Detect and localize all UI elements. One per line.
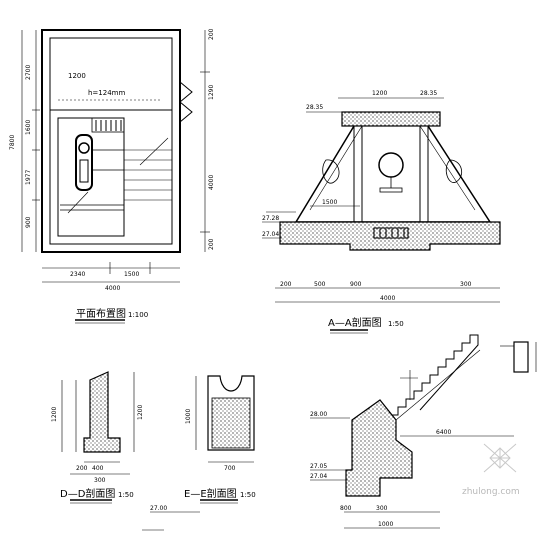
aa-dim-bottom-4: 4000 bbox=[380, 295, 395, 302]
aa-elev-2: 27.04 bbox=[262, 231, 279, 238]
ee-dim-1: 700 bbox=[224, 465, 236, 472]
plan-room-label: 1200 bbox=[68, 72, 86, 80]
plan-dim-left-2: 1600 bbox=[25, 120, 32, 135]
ee-elevation: 27.00 bbox=[150, 505, 167, 512]
plan-dim-left-3: 1977 bbox=[25, 170, 32, 185]
ee-title: E—E剖面图 bbox=[184, 487, 237, 500]
plan-dim-bottom-2: 4000 bbox=[105, 285, 120, 292]
dd-wall bbox=[83, 371, 121, 453]
aa-dim-bottom-2: 900 bbox=[350, 281, 362, 288]
aa-pipe bbox=[378, 152, 404, 178]
dd-dim-1: 1200 bbox=[137, 405, 144, 420]
aa-title: A—A剖面图 bbox=[328, 316, 382, 329]
dd-dim-3: 200 bbox=[76, 465, 88, 472]
dd-scale: 1:50 bbox=[118, 491, 134, 499]
section-stair-view bbox=[310, 334, 537, 529]
plan-outer-wall bbox=[41, 29, 181, 253]
dd-dim-4: 300 bbox=[94, 477, 106, 484]
stair-dim-bottom-1: 300 bbox=[376, 505, 388, 512]
section-ee-view bbox=[142, 375, 255, 531]
plan-labels: 1200 h=124mm 7800 2700 1600 1977 900 200… bbox=[9, 28, 215, 320]
dd-dim-2: 400 bbox=[92, 465, 104, 472]
ee-channel bbox=[207, 375, 255, 451]
stair-long-dim: 6400 bbox=[436, 429, 451, 436]
stair-dim-bottom-0: 800 bbox=[340, 505, 352, 512]
aa-scale: 1:50 bbox=[388, 320, 404, 328]
section-stair-labels: 800 300 1000 28.00 27.05 27.04 6400 bbox=[310, 411, 451, 528]
aa-frame bbox=[294, 125, 492, 223]
section-aa-view bbox=[262, 97, 501, 334]
plan-dim-right-0: 200 bbox=[208, 28, 215, 40]
plan-inner-wall bbox=[49, 37, 173, 245]
stair-dim-bottom-2: 1000 bbox=[378, 521, 393, 528]
pump-unit bbox=[75, 134, 93, 191]
section-dd-view bbox=[61, 371, 135, 504]
plan-dim-left-0: 7800 bbox=[9, 135, 16, 150]
watermark-logo bbox=[483, 443, 517, 473]
stair-steps bbox=[390, 334, 479, 416]
section-ee-labels: 1000 700 E—E剖面图 1:50 27.00 bbox=[150, 409, 256, 512]
plan-dim-bottom-0: 2340 bbox=[70, 271, 85, 278]
plan-scale: 1:100 bbox=[128, 311, 148, 319]
aa-dim-bottom-3: 300 bbox=[460, 281, 472, 288]
plan-title: 平面布置图 bbox=[76, 308, 126, 320]
stair-elev-2: 27.04 bbox=[310, 473, 327, 480]
aa-dim-top-1: 28.35 bbox=[420, 90, 437, 97]
stair-retaining-wall bbox=[345, 399, 413, 497]
plan-view bbox=[21, 29, 210, 324]
section-aa-labels: 1200 28.35 28.35 27.28 27.04 1500 200 50… bbox=[262, 90, 472, 329]
plan-dim-right-3: 200 bbox=[208, 238, 215, 250]
section-dd-labels: 1200 1200 400 200 300 D—D剖面图 1:50 bbox=[51, 405, 144, 500]
aa-dim-bottom-0: 200 bbox=[280, 281, 292, 288]
plan-depth-label: h=124mm bbox=[88, 89, 125, 97]
aa-dim-bottom-1: 500 bbox=[314, 281, 326, 288]
aa-elev-1: 27.28 bbox=[262, 215, 279, 222]
aa-dim-top-0: 1200 bbox=[372, 90, 387, 97]
dd-dim-0: 1200 bbox=[51, 407, 58, 422]
stair-elev-1: 27.05 bbox=[310, 463, 327, 470]
aa-top-beam bbox=[341, 111, 441, 127]
aa-elev-0: 28.35 bbox=[306, 104, 323, 111]
stair-elev-0: 28.00 bbox=[310, 411, 327, 418]
plan-dim-left-1: 2700 bbox=[25, 65, 32, 80]
watermark-text: zhulong.com bbox=[462, 487, 520, 497]
plan-dim-left-4: 900 bbox=[25, 216, 32, 228]
ee-dim-0: 1000 bbox=[185, 409, 192, 424]
aa-base-slab bbox=[279, 221, 501, 251]
plan-dim-right-1: 1290 bbox=[208, 85, 215, 100]
dd-title: D—D剖面图 bbox=[60, 487, 115, 500]
plan-dim-right-2: 4000 bbox=[208, 175, 215, 190]
plan-dim-bottom-1: 1500 bbox=[124, 271, 139, 278]
ee-scale: 1:50 bbox=[240, 491, 256, 499]
aa-mid-dim: 1500 bbox=[322, 199, 337, 206]
